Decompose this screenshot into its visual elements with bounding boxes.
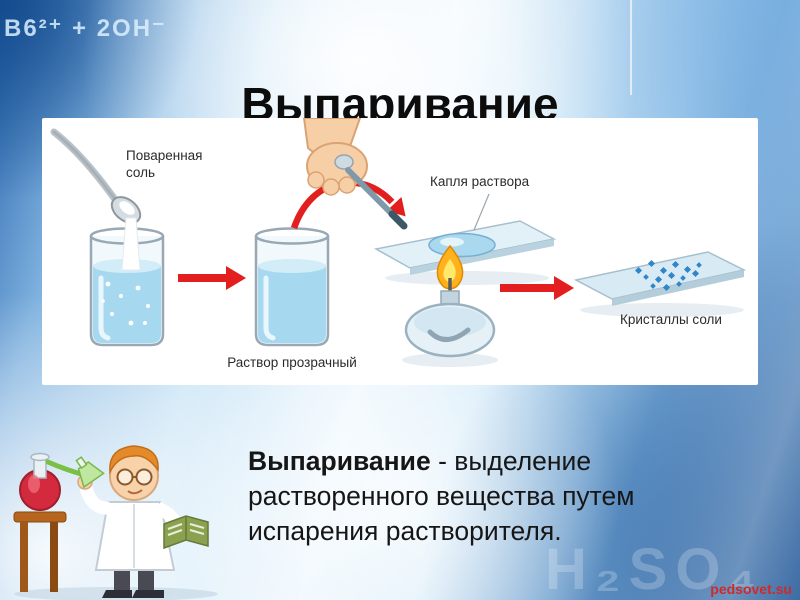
beaker-with-salt	[50, 128, 163, 345]
background-formula-top-left: B6²⁺ + 2OH⁻	[4, 15, 167, 42]
spoon-icon	[50, 128, 142, 224]
definition-rest: - выделение растворенного вещества путем…	[248, 446, 635, 546]
green-flask-icon	[75, 456, 105, 489]
label-clear-solution: Раствор прозрачный	[227, 355, 357, 370]
drop-label-leader	[473, 193, 490, 231]
scientist-illustration	[13, 445, 218, 600]
background-formula-bottom-right: H₂SO₄	[545, 537, 765, 600]
hand-pipette-icon	[302, 118, 408, 230]
background-edge-line	[630, 0, 632, 95]
watermark: pedsovet.su	[710, 581, 792, 597]
label-table-salt: Поваренная соль	[126, 148, 203, 180]
lamp-shadow	[402, 353, 498, 367]
salt-crystals	[634, 259, 702, 292]
spirit-lamp-icon	[404, 244, 496, 358]
slide2-shadow	[580, 303, 744, 317]
salt-stream	[101, 217, 150, 326]
open-book-icon	[163, 515, 209, 550]
definition-term: Выпаривание	[248, 446, 431, 476]
slide1-shadow	[385, 271, 549, 285]
label-salt-crystals: Кристаллы соли	[620, 312, 722, 327]
definition-text: Выпаривание - выделение растворенного ве…	[248, 444, 668, 549]
arrow-right-2	[500, 276, 574, 300]
glass-slide-crystals	[573, 251, 747, 306]
beaker-solution	[256, 229, 328, 346]
label-solution-drop: Капля раствора	[430, 174, 530, 189]
process-diagram	[50, 118, 747, 367]
arrow-right-1	[178, 266, 246, 290]
red-flask-icon	[19, 452, 61, 511]
diagram-panel: Поваренная соль Раствор прозрачный Капля…	[42, 118, 758, 385]
